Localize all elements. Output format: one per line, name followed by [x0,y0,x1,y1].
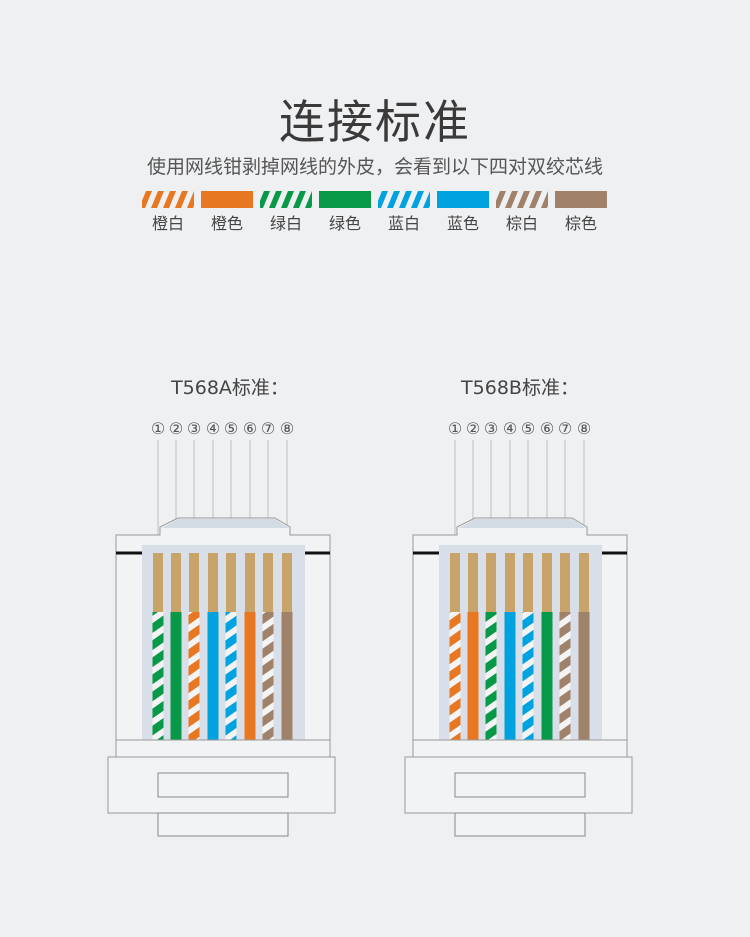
page-subtitle: 使用网线钳剥掉网线的外皮，会看到以下四对双绞芯线 [146,156,603,178]
pin-number: ⑤ [521,419,535,438]
legend-item-brown-white: 棕白 [496,191,548,234]
wire-brown-white [559,612,571,740]
contact-pin [542,553,552,613]
legend-label: 绿色 [328,214,361,233]
legend-item-blue: 蓝色 [437,191,489,234]
pin-number: ⑧ [577,419,591,438]
t568b-title: T568B标准： [461,377,579,399]
wire-blue-white [522,612,534,740]
contact-pin [523,553,533,613]
plug-inner-panel [439,545,602,745]
legend-label: 棕色 [564,214,597,233]
legend-item-orange: 橙色 [201,191,253,234]
contact-pin [282,553,292,613]
legend-item-green: 绿色 [319,191,371,234]
contact-pin [263,553,273,613]
pin-number: ② [169,419,183,438]
wire-orange-white [188,612,200,740]
wire-brown [281,612,293,740]
legend-label: 棕白 [505,214,538,233]
plug-tab [157,812,289,837]
plug-inner-panel [142,545,305,745]
legend-swatch [437,191,489,208]
wire-orange-white [449,612,461,740]
legend-item-green-white: 绿白 [260,191,312,234]
pin-number: ③ [484,419,498,438]
contact-pin [171,553,181,613]
pin-number: ② [466,419,480,438]
wire-brown-white [262,612,274,740]
contact-pin [189,553,199,613]
wire-green [170,612,182,740]
page-title: 连接标准 [279,95,471,149]
pin-number: ⑥ [243,419,257,438]
contact-pin [153,553,163,613]
pin-number: ⑦ [558,419,572,438]
legend-label: 橙色 [210,214,243,233]
pin-number: ④ [503,419,517,438]
pin-number: ③ [187,419,201,438]
contact-pin [208,553,218,613]
wire-blue [504,612,516,740]
wire-brown [578,612,590,740]
pin-number: ① [151,419,165,438]
pin-number: ⑧ [280,419,294,438]
pin-number: ⑥ [540,419,554,438]
pin-number: ⑦ [261,419,275,438]
legend-label: 蓝色 [446,214,479,233]
wire-blue-white [225,612,237,740]
legend-item-blue-white: 蓝白 [378,191,430,234]
contact-pin [579,553,589,613]
wire-orange [467,612,479,740]
plug-tab [454,812,586,837]
plug-slot [157,772,289,798]
color-legend: 橙白 橙色 绿白 绿色 蓝白 蓝色 棕白 棕色 [142,191,612,241]
legend-swatch [319,191,371,208]
legend-swatch [378,191,430,208]
contact-pin [560,553,570,613]
legend-label: 橙白 [151,214,184,233]
pin-number: ① [448,419,462,438]
contact-pin [450,553,460,613]
wire-green-white [152,612,164,740]
legend-label: 绿白 [269,214,302,233]
wire-blue [207,612,219,740]
legend-swatch [260,191,312,208]
contact-pin [505,553,515,613]
wire-orange [244,612,256,740]
contact-pin [226,553,236,613]
contact-pin [486,553,496,613]
plug-slot [454,772,586,798]
plug-top-ridge [459,519,586,528]
t568a-title: T568A标准： [171,377,289,399]
legend-swatch [496,191,548,208]
wire-green-white [485,612,497,740]
pin-number: ⑤ [224,419,238,438]
pin-number: ④ [206,419,220,438]
legend-item-orange-white: 橙白 [142,191,194,234]
legend-item-brown: 棕色 [555,191,607,234]
wire-green [541,612,553,740]
legend-label: 蓝白 [387,214,420,233]
contact-pin [245,553,255,613]
contact-pin [468,553,478,613]
legend-swatch [555,191,607,208]
legend-swatch [201,191,253,208]
plug-top-ridge [162,519,289,528]
legend-swatch [142,191,194,208]
